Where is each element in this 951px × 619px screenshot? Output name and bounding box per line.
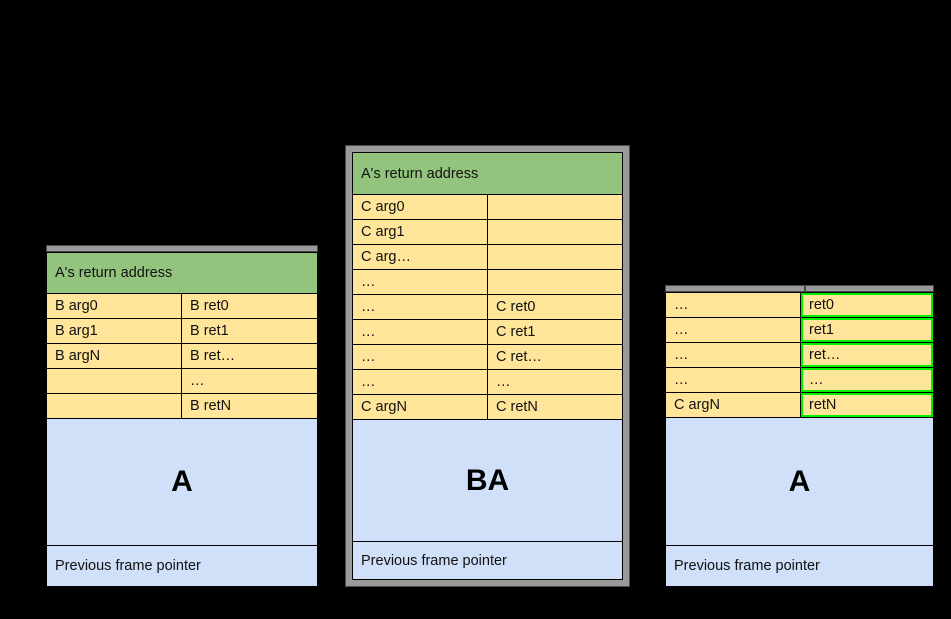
middle-arg-cell: C argN xyxy=(353,395,488,419)
right-diagram: … ret0 … ret1 … ret… … … C argN retN A xyxy=(665,292,934,587)
right-frame-pointer-row: Previous frame pointer xyxy=(666,546,933,586)
middle-arg-cell: … xyxy=(353,270,488,294)
middle-frame-body-row: BA xyxy=(353,420,622,542)
table-row: … C ret0 xyxy=(353,295,622,320)
middle-frame-body-label: BA xyxy=(353,420,622,541)
table-row: B arg0 B ret0 xyxy=(47,294,317,319)
middle-ret-cell: … xyxy=(488,370,622,394)
right-ret-cell: ret… xyxy=(801,343,933,367)
right-arg-cell: … xyxy=(666,343,801,367)
middle-arg-cell: … xyxy=(353,370,488,394)
middle-arg-cell: C arg0 xyxy=(353,195,488,219)
table-row: … ret0 xyxy=(666,293,933,318)
table-row: … C ret1 xyxy=(353,320,622,345)
left-frame-body-row: A xyxy=(47,419,317,546)
table-row: C argN retN xyxy=(666,393,933,418)
middle-arg-cell: … xyxy=(353,295,488,319)
left-ret-cell: B retN xyxy=(182,394,317,418)
left-ret-cell: B ret… xyxy=(182,344,317,368)
table-row: … … xyxy=(353,370,622,395)
left-frame-pointer-row: Previous frame pointer xyxy=(47,546,317,586)
table-row: … ret… xyxy=(666,343,933,368)
middle-frame-pointer-row: Previous frame pointer xyxy=(353,542,622,579)
middle-diagram: A's return address C arg0 C arg1 C arg… … xyxy=(345,145,630,587)
middle-ret-cell xyxy=(488,245,622,269)
right-ret-cell: … xyxy=(801,368,933,392)
left-frame-pointer-label: Previous frame pointer xyxy=(47,546,317,586)
table-row: B argN B ret… xyxy=(47,344,317,369)
middle-arg-cell: … xyxy=(353,320,488,344)
right-ret-cell: ret0 xyxy=(801,293,933,317)
left-ret-cell: B ret0 xyxy=(182,294,317,318)
table-row: … xyxy=(47,369,317,394)
left-arg-cell: B arg0 xyxy=(47,294,182,318)
right-ret-cell: retN xyxy=(801,393,933,417)
middle-ret-cell: C ret… xyxy=(488,345,622,369)
table-row: B retN xyxy=(47,394,317,419)
left-arg-cell xyxy=(47,394,182,418)
left-frame-body-label: A xyxy=(47,419,317,545)
middle-arg-cell: … xyxy=(353,345,488,369)
right-arg-cell: … xyxy=(666,318,801,342)
middle-return-address-cell: A's return address xyxy=(353,153,622,194)
right-frame-body-row: A xyxy=(666,418,933,546)
left-return-address-cell: A's return address xyxy=(47,253,317,293)
right-arg-cell: … xyxy=(666,293,801,317)
right-diagram-top-bar-left xyxy=(665,285,805,292)
middle-ret-cell xyxy=(488,195,622,219)
left-arg-cell: B argN xyxy=(47,344,182,368)
table-row: … … xyxy=(666,368,933,393)
right-diagram-top-bar-right xyxy=(805,285,934,292)
left-return-address-row: A's return address xyxy=(47,253,317,294)
middle-frame-pointer-label: Previous frame pointer xyxy=(353,542,622,579)
left-ret-cell: … xyxy=(182,369,317,393)
middle-ret-cell: C ret1 xyxy=(488,320,622,344)
right-frame-body-label: A xyxy=(666,418,933,545)
left-diagram-top-bar xyxy=(46,245,318,252)
right-arg-cell: … xyxy=(666,368,801,392)
table-row: B arg1 B ret1 xyxy=(47,319,317,344)
right-ret-cell: ret1 xyxy=(801,318,933,342)
left-ret-cell: B ret1 xyxy=(182,319,317,343)
left-diagram: A's return address B arg0 B ret0 B arg1 … xyxy=(46,252,318,587)
middle-return-address-row: A's return address xyxy=(353,153,622,195)
table-row: … C ret… xyxy=(353,345,622,370)
left-arg-cell xyxy=(47,369,182,393)
middle-ret-cell xyxy=(488,220,622,244)
middle-ret-cell xyxy=(488,270,622,294)
middle-ret-cell: C ret0 xyxy=(488,295,622,319)
table-row: … ret1 xyxy=(666,318,933,343)
right-arg-cell: C argN xyxy=(666,393,801,417)
table-row: C arg… xyxy=(353,245,622,270)
table-row: C arg0 xyxy=(353,195,622,220)
table-row: C argN C retN xyxy=(353,395,622,420)
middle-arg-cell: C arg1 xyxy=(353,220,488,244)
left-arg-cell: B arg1 xyxy=(47,319,182,343)
table-row: C arg1 xyxy=(353,220,622,245)
right-frame-pointer-label: Previous frame pointer xyxy=(666,546,933,586)
table-row: … xyxy=(353,270,622,295)
middle-arg-cell: C arg… xyxy=(353,245,488,269)
middle-ret-cell: C retN xyxy=(488,395,622,419)
